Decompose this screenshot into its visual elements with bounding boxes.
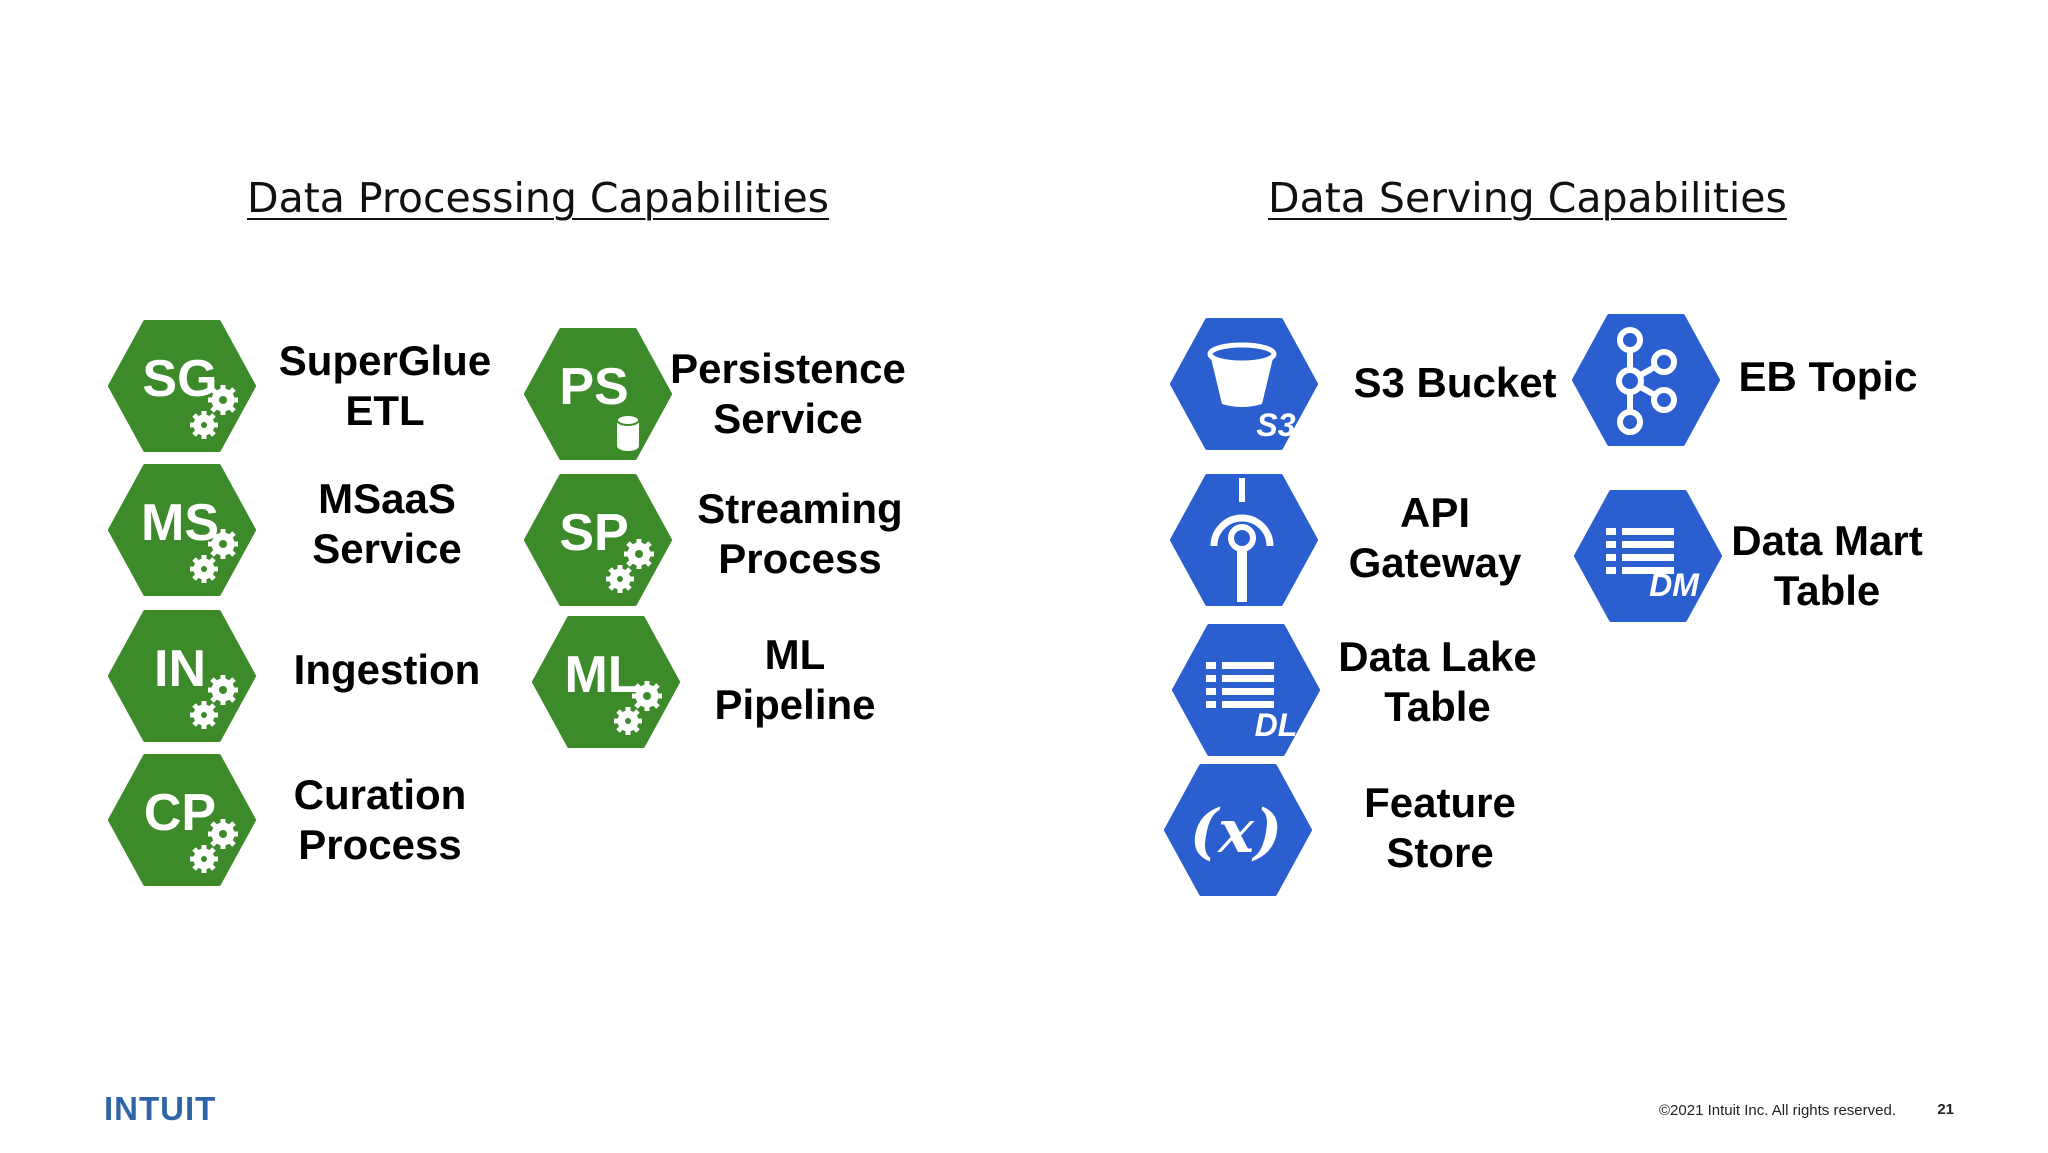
serving-heading: Data Serving Capabilities: [1268, 174, 1787, 222]
page-number: 21: [1937, 1101, 1954, 1118]
gear-icon: [208, 385, 238, 415]
streaming-hex: SP: [524, 474, 672, 606]
bucket-icon: [1207, 342, 1277, 407]
copyright-text: ©2021 Intuit Inc. All rights reserved.: [1658, 1102, 1896, 1119]
eb-topic-label: EB Topic: [1738, 353, 1918, 400]
gear-icon: [208, 529, 238, 559]
svg-text:DL: DL: [1255, 707, 1298, 743]
ingestion-label: Ingestion: [293, 646, 481, 693]
function-icon: (x): [1190, 797, 1283, 867]
kafka-topic-icon: [1616, 327, 1677, 435]
data-lake-hex: DL: [1172, 624, 1320, 756]
svg-text:DM: DM: [1649, 567, 1700, 603]
gear-icon: [624, 539, 654, 569]
svg-text:IN: IN: [154, 640, 206, 698]
superglue-abbr: SG: [142, 350, 217, 408]
api-gateway-hex: [1170, 474, 1318, 606]
s3-bucket-hex: S3: [1170, 318, 1318, 450]
msaas-hex: MS: [108, 464, 256, 596]
svg-text:ML: ML: [564, 646, 639, 704]
api-gateway-icon: [1210, 478, 1274, 602]
svg-text:SP: SP: [559, 504, 628, 562]
data-mart-hex: DM: [1574, 490, 1722, 622]
database-icon: [616, 414, 640, 451]
curation-hex: CP: [108, 754, 256, 886]
ml-pipeline-hex: ML: [532, 616, 680, 748]
persistence-hex: PS: [524, 328, 672, 460]
gear-icon: [208, 675, 238, 705]
svg-text:CP: CP: [144, 784, 216, 842]
feature-store-hex: (x): [1164, 764, 1312, 896]
svg-text:PS: PS: [559, 358, 628, 416]
table-icon: [1606, 528, 1674, 574]
s3-bucket-label: S3 Bucket: [1353, 359, 1557, 406]
processing-heading: Data Processing Capabilities: [247, 174, 830, 222]
intuit-logo: INTUIT: [104, 1090, 217, 1127]
gear-icon: [208, 819, 238, 849]
eb-topic-hex: [1572, 314, 1720, 446]
svg-text:S3: S3: [1256, 407, 1295, 443]
ingestion-hex: IN: [108, 610, 256, 742]
superglue-hex: SG: [108, 320, 256, 452]
svg-text:MS: MS: [141, 494, 219, 552]
gear-icon: [632, 681, 662, 711]
table-icon: [1206, 662, 1274, 708]
